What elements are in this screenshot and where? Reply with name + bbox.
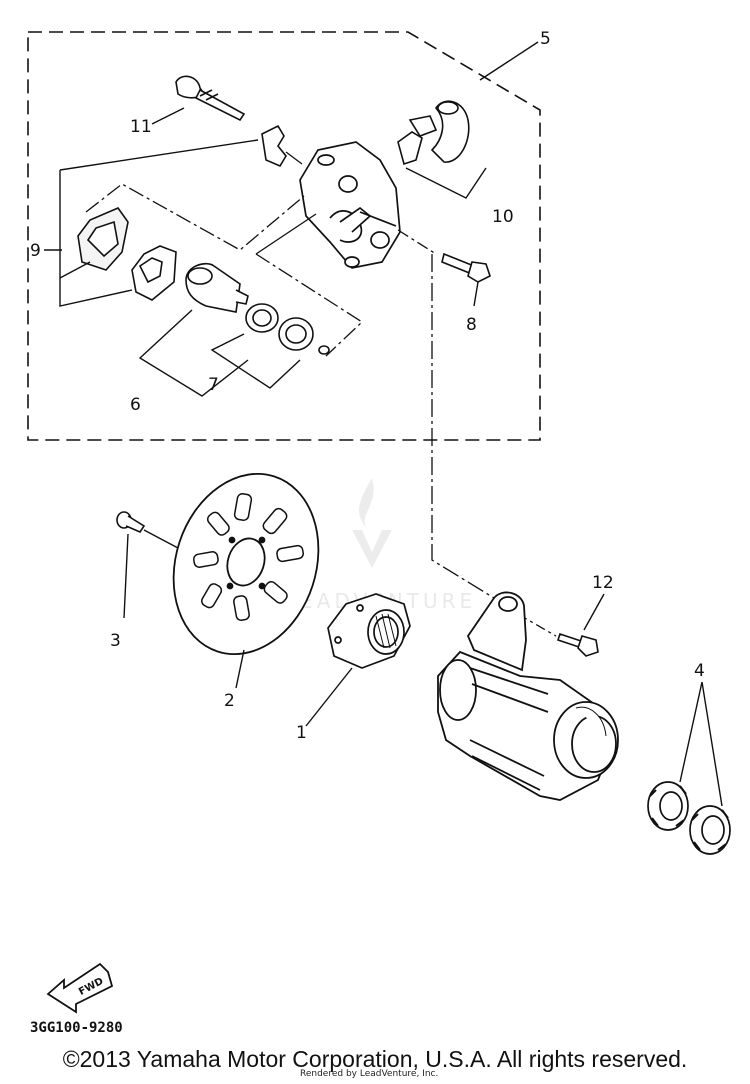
disc-hub [327,593,411,669]
rendered-by-notice: Rendered by LeadVenture, Inc. [300,1069,439,1079]
callout-3: 3 [110,631,121,651]
caliper-assembly-boundary [27,31,541,441]
caliper-body [299,141,401,269]
callout-8: 8 [466,315,477,335]
callout-4: 4 [694,661,705,681]
caliper-bracket [437,591,619,801]
callout-6: 6 [130,395,141,415]
callout-2: 2 [224,691,235,711]
bracket-bolt-part [556,632,599,657]
callout-1: 1 [296,723,307,743]
callout-7: 7 [208,375,219,395]
axle-lock-nuts [647,781,731,855]
bleed-screw-and-cap [397,100,470,166]
pin-bolt-part [175,75,246,122]
callout-10: 10 [492,207,514,227]
callout-9: 9 [30,241,41,261]
diagram-code: 3GG100-9280 [30,1020,123,1036]
callout-11: 11 [130,117,152,137]
disc-bolt-part [116,511,146,533]
brake-pad-set [77,124,287,301]
mounting-bolt-part [441,252,491,283]
caliper-piston [185,262,249,313]
brake-disc [172,472,320,656]
piston-seals [245,303,330,355]
copyright-notice: ©2013 Yamaha Motor Corporation, U.S.A. A… [62,1046,688,1072]
forward-arrow-icon [46,962,114,1014]
callout-12: 12 [592,573,614,593]
callout-5: 5 [540,29,551,49]
